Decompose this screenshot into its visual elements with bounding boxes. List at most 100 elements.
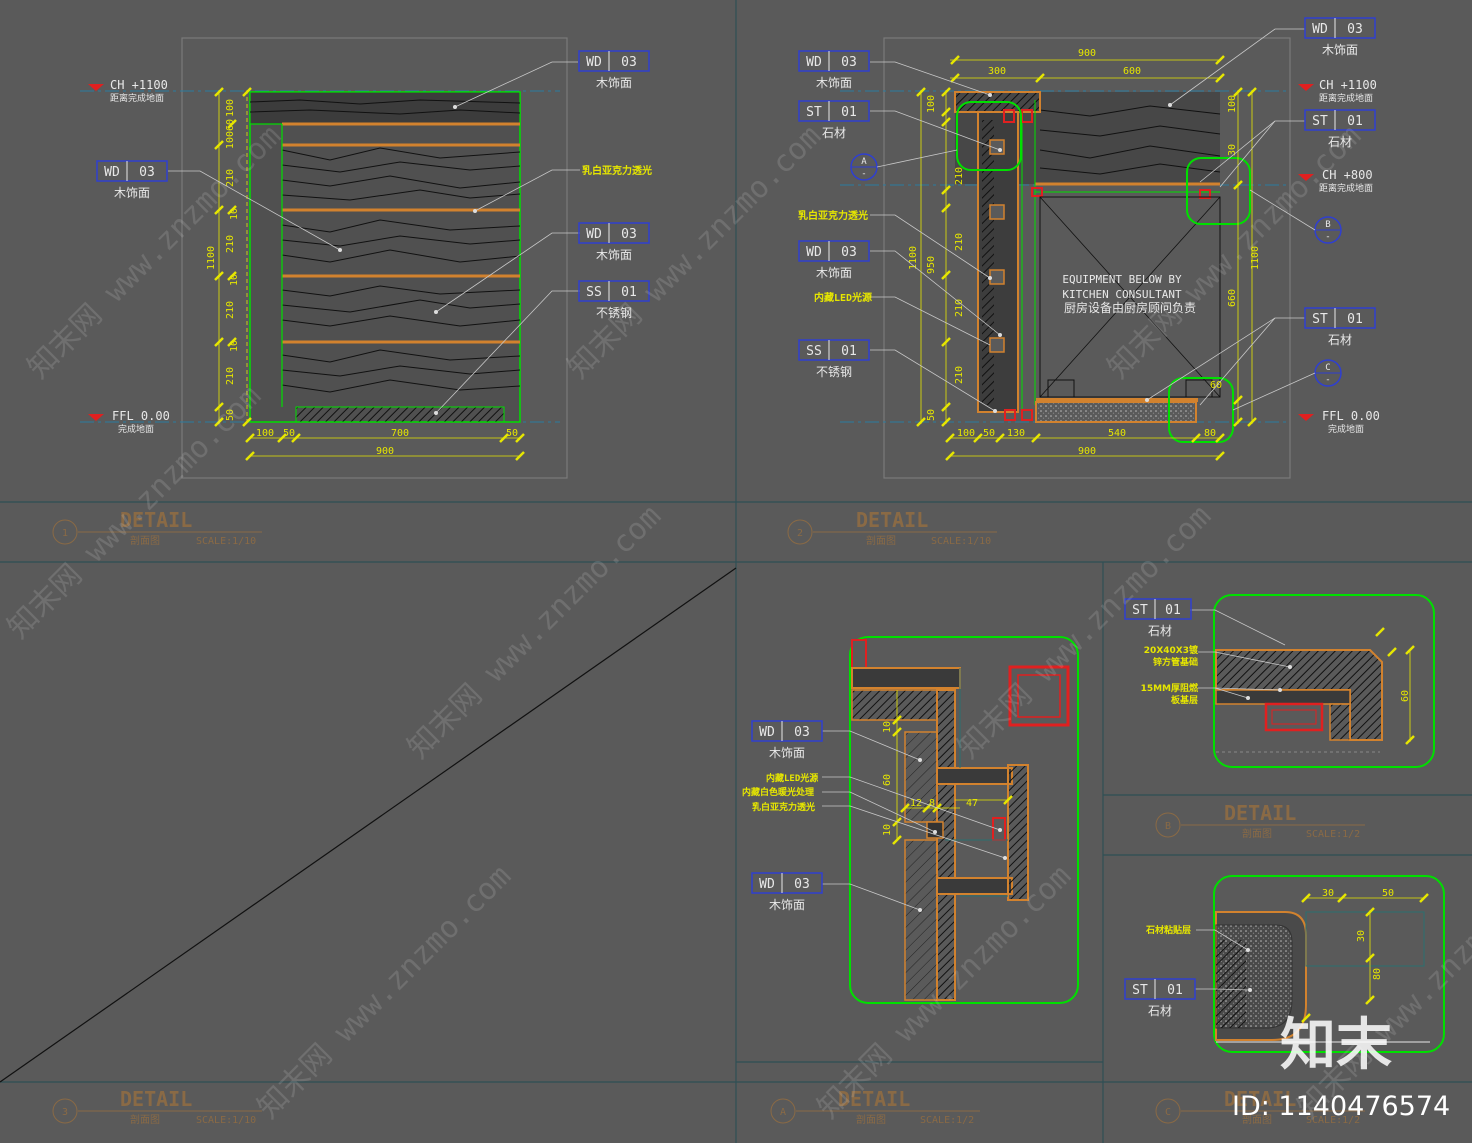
svg-text:ST: ST — [1312, 312, 1328, 327]
svg-text:DETAIL: DETAIL — [838, 1087, 910, 1111]
dim-label: 210 — [225, 235, 236, 253]
svg-text:03: 03 — [841, 245, 857, 260]
material-tag-st01: ST 01 石材 — [1304, 307, 1376, 347]
callout-a[interactable]: A - — [850, 153, 878, 181]
svg-text:完成地面: 完成地面 — [118, 423, 154, 435]
material-tag-st01: ST 01 石材 — [798, 100, 870, 140]
dim-label: 100 — [926, 95, 937, 113]
dim-label: 50 — [506, 428, 518, 439]
svg-text:1: 1 — [62, 528, 68, 539]
dim-label: 30 — [1227, 144, 1238, 156]
svg-text:WD: WD — [806, 245, 822, 260]
dim-label: 1100 — [1250, 246, 1261, 270]
svg-text:-: - — [1325, 232, 1330, 242]
svg-text:01: 01 — [1347, 114, 1363, 129]
svg-text:DETAIL: DETAIL — [856, 508, 928, 532]
svg-text:SS: SS — [806, 344, 822, 359]
svg-text:石材: 石材 — [822, 126, 846, 140]
svg-text:01: 01 — [1167, 983, 1183, 998]
note-acrylic: 乳白亚克力透光 — [798, 209, 868, 222]
dim-label: 30 — [1356, 930, 1367, 942]
svg-text:SS: SS — [586, 285, 602, 300]
svg-text:SCALE:1/2: SCALE:1/2 — [1306, 1115, 1360, 1126]
watermark-logo: 知末 — [1280, 1013, 1392, 1078]
dim-label: 50 — [283, 428, 295, 439]
note-stone-glue: 石材粘贴层 — [1145, 924, 1191, 936]
dim-label: 1100 — [206, 246, 217, 270]
dim-label: 100 — [1227, 95, 1238, 113]
dim-label: 80 — [1204, 428, 1216, 439]
detail-b-enlarged: 60 ST 01 石材 20X40X3镀锌方管基础 15MM厚阻燃板基层 — [1124, 594, 1435, 768]
dim-label: 210 — [954, 366, 965, 384]
material-tag-wd03: WD 03 木饰面 — [798, 240, 870, 280]
dim-label: 100 — [957, 428, 975, 439]
svg-text:FFL 0.00: FFL 0.00 — [1322, 409, 1380, 423]
svg-text:SCALE:1/10: SCALE:1/10 — [931, 536, 991, 547]
svg-text:03: 03 — [621, 55, 637, 70]
material-tag-wd03: WD 03 木饰面 — [578, 222, 650, 262]
svg-text:WD: WD — [759, 877, 775, 892]
dim-label: 47 — [966, 798, 978, 809]
svg-text:不锈钢: 不锈钢 — [596, 306, 632, 320]
callout-c[interactable]: C - — [1314, 359, 1342, 387]
svg-text:03: 03 — [621, 227, 637, 242]
svg-text:木饰面: 木饰面 — [596, 76, 632, 90]
svg-text:剖面图: 剖面图 — [866, 534, 896, 547]
dim-label: 900 — [1078, 446, 1096, 457]
svg-text:DETAIL: DETAIL — [1224, 1087, 1296, 1111]
note-acrylic: 乳白亚克力透光 — [752, 801, 815, 813]
svg-text:WD: WD — [586, 227, 602, 242]
svg-text:石材: 石材 — [1328, 135, 1352, 149]
watermark-id: ID: 1140476574 — [1232, 1091, 1450, 1122]
svg-text:C: C — [1165, 1107, 1171, 1118]
note-white-paint: 内藏白色暖光处理 — [742, 786, 814, 798]
svg-text:03: 03 — [794, 725, 810, 740]
material-tag-wd03: WD 03 木饰面 — [798, 50, 870, 90]
dim-label: 700 — [391, 428, 409, 439]
svg-text:石材: 石材 — [1148, 624, 1172, 638]
svg-text:木饰面: 木饰面 — [769, 898, 805, 912]
svg-text:木饰面: 木饰面 — [816, 76, 852, 90]
callout-b[interactable]: B - — [1314, 216, 1342, 244]
dim-label: 950 — [926, 256, 937, 274]
dim-label: 210 — [954, 299, 965, 317]
svg-text:C: C — [1325, 363, 1330, 373]
svg-text:03: 03 — [794, 877, 810, 892]
dim-label: 12 — [910, 798, 922, 809]
detail-1-elevation: 100 10060 210 210 210 210 50 1100 10 10 … — [80, 37, 652, 479]
svg-text:03: 03 — [841, 55, 857, 70]
svg-text:知末网 www.znzmo.com: 知末网 www.znzmo.com — [21, 118, 288, 385]
detail-title-2: 2 DETAIL 剖面图 SCALE:1/10 — [787, 508, 997, 547]
dim-label: 30 — [1322, 888, 1334, 899]
note-led: 内藏LED光源 — [814, 291, 872, 304]
svg-text:完成地面: 完成地面 — [1328, 423, 1364, 435]
note-acrylic: 乳白亚克力透光 — [582, 164, 652, 177]
dim-label: 10060 — [225, 119, 236, 149]
svg-text:DETAIL: DETAIL — [120, 508, 192, 532]
dim-label: 900 — [1078, 48, 1096, 59]
svg-text:WD: WD — [806, 55, 822, 70]
dim-label: 50 — [983, 428, 995, 439]
svg-text:-: - — [861, 169, 866, 179]
svg-text:01: 01 — [1347, 312, 1363, 327]
dim-label: 10 — [229, 208, 240, 220]
svg-text:CH +1100: CH +1100 — [110, 78, 168, 92]
svg-text:距离完成地面: 距离完成地面 — [110, 92, 164, 104]
svg-text:WD: WD — [586, 55, 602, 70]
equipment-note-en1: EQUIPMENT BELOW BY — [1062, 273, 1182, 286]
level-marker-ch1100: CH +1100 距离完成地面 — [88, 78, 168, 104]
material-tag-st01: ST 01 石材 — [1124, 598, 1192, 638]
svg-text:WD: WD — [1312, 22, 1328, 37]
dim-label: 50 — [225, 409, 236, 421]
note-steel-tube: 20X40X3镀锌方管基础 — [1143, 646, 1198, 668]
svg-text:03: 03 — [1347, 22, 1363, 37]
dim-label: 10 — [229, 340, 240, 352]
empty-panel-diagonal — [0, 567, 737, 1083]
svg-text:B: B — [1325, 220, 1330, 230]
svg-text:石材: 石材 — [1148, 1004, 1172, 1018]
dim-label: 10 — [882, 824, 893, 836]
svg-text:ST: ST — [1132, 983, 1148, 998]
svg-text:木饰面: 木饰面 — [1322, 43, 1358, 57]
